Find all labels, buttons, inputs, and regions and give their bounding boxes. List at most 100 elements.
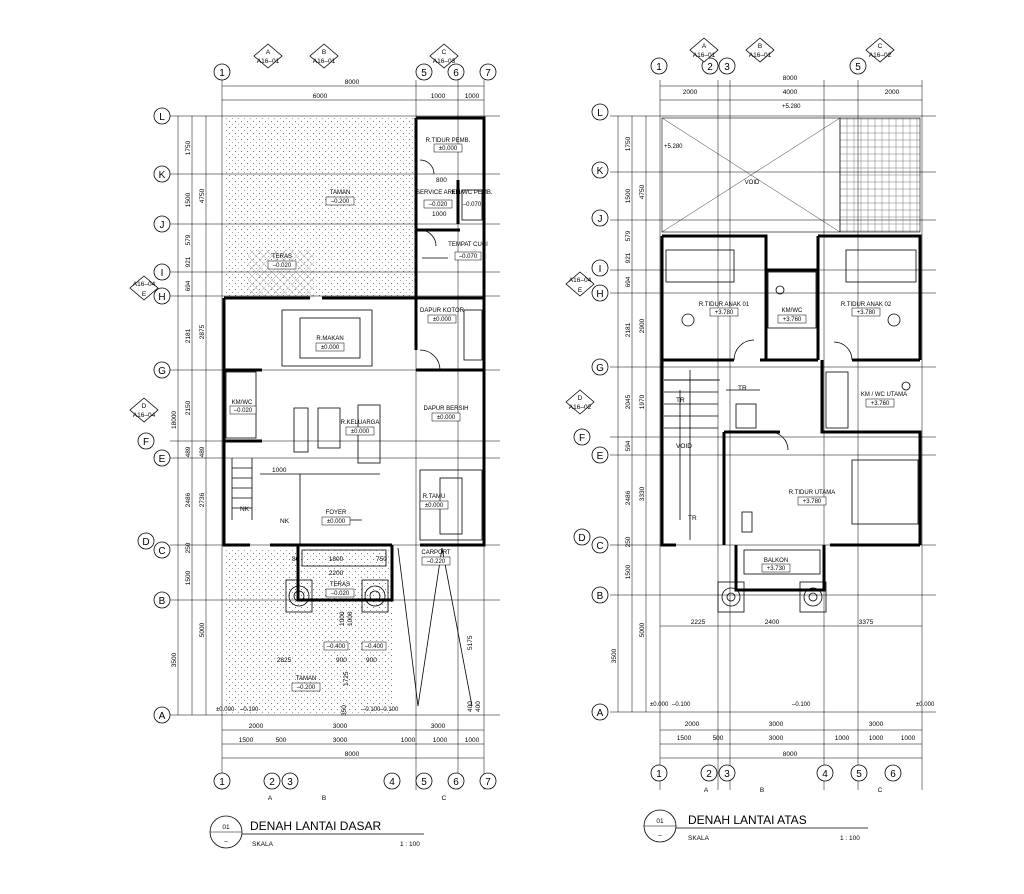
dim-text: 2181 [625, 322, 632, 337]
title-sub: – [224, 838, 228, 845]
dim-text: 5000 [199, 622, 206, 637]
note-text: ±0.000 [916, 702, 935, 708]
room-name: R.KELUARGA [341, 420, 380, 426]
room-name: KM/WC [782, 308, 803, 314]
note-text: 900 [366, 657, 377, 664]
grid-row-label: G [158, 366, 166, 377]
room-name: DAPUR BERSIH [423, 406, 468, 412]
grid-label: 3 [724, 769, 730, 780]
left-walls [222, 116, 486, 602]
note-text: 750 [376, 556, 387, 563]
section-ref: A16–01 [749, 52, 772, 59]
dim-text: 1000 [901, 735, 916, 742]
grid-label: 1 [656, 769, 662, 780]
room-name: R.TIDUR ANAK 02 [841, 302, 892, 308]
room-level: ±0.000 [321, 345, 340, 351]
room-level: +5.280 [664, 144, 683, 150]
note-text: 80 [292, 556, 300, 563]
room-level: +3.730 [767, 566, 786, 572]
note-text: 350 [341, 705, 348, 716]
room-level: +3.780 [715, 310, 734, 316]
dim-text: 1000 [433, 737, 448, 744]
dim-text: 2736 [199, 492, 206, 507]
grid-label: 3 [724, 62, 730, 73]
grid-label: 6 [453, 777, 459, 788]
room-level: +3.780 [803, 499, 822, 505]
section-letter: C [878, 43, 883, 50]
dim-text: 1000 [465, 737, 480, 744]
dim-text: 2486 [625, 490, 632, 505]
grid-label: 3 [287, 777, 293, 788]
dim-text: 694 [185, 280, 192, 291]
dim-text: 3500 [171, 652, 178, 667]
room-level: +3.760 [871, 401, 890, 407]
left-dim-lines [177, 85, 484, 759]
grid-row-label: F [579, 433, 585, 444]
room-level: –0.070 [463, 202, 482, 208]
right-dim-lines [617, 85, 922, 759]
grid-row-label: E [597, 451, 604, 462]
dim-text: 694 [625, 276, 632, 287]
grid-label: 6 [890, 769, 896, 780]
plan-title: DENAH LANTAI DASAR [250, 819, 381, 833]
room-level: –0.020 [234, 408, 253, 414]
room-name: TEMPAT CUCI [448, 242, 488, 248]
section-ref: A16–04 [133, 281, 156, 288]
room-name: DAPUR KOTOR [420, 308, 465, 314]
grid-row-label: C [596, 541, 603, 552]
grid-row-label: E [159, 454, 166, 465]
dim-text: 18000 [171, 411, 178, 429]
dim-text: 2045 [625, 394, 632, 409]
dim-text: 2225 [691, 619, 706, 626]
dim-text: 3375 [859, 619, 874, 626]
note-text: 900 [336, 657, 347, 664]
note-text: 1000 [339, 611, 346, 626]
dim-text: 3500 [611, 648, 618, 663]
section-letter: C [878, 787, 883, 794]
dim-text: 3330 [639, 486, 646, 501]
section-letter: C [442, 49, 447, 56]
right-notes: VOID TR TR TR +5.280 ±0.000 –0.100 –0.10… [650, 104, 935, 708]
room-level: –0.020 [331, 591, 350, 597]
dim-text: 2000 [249, 723, 264, 730]
dim-text: 8000 [345, 751, 360, 758]
dim-text: 3000 [333, 723, 348, 730]
grid-label: 2 [706, 769, 712, 780]
upper-floor-plan: 1 2 3 5 A A16–01 B A16–01 C A16–02 A16–0… [565, 37, 936, 843]
grid-row-label: B [597, 591, 604, 602]
room-name: KM/WC PEMB. [451, 190, 492, 196]
scale-label: SKALA [252, 841, 274, 848]
grid-label: 2 [707, 62, 713, 73]
section-letter: A [702, 43, 707, 50]
section-ref: A16–01 [693, 52, 716, 59]
note-text: –0.100 [380, 707, 399, 713]
grid-row-label: H [158, 292, 165, 303]
left-dim-texts: 8000 6000 1000 1000 2000 3000 3000 1500 … [171, 79, 480, 758]
room-name: R.TIDUR ANAK 01 [699, 302, 750, 308]
dim-text: 1500 [239, 737, 254, 744]
room-name: BALKON [764, 558, 788, 564]
dim-text: 1970 [639, 394, 646, 409]
dim-text: 250 [625, 536, 632, 547]
grid-label: 1 [656, 62, 662, 73]
grid-row-label: L [597, 108, 603, 119]
grid-label: 1 [219, 777, 225, 788]
plan-title: DENAH LANTAI ATAS [688, 813, 807, 827]
right-inner-lines [664, 249, 919, 613]
section-letter: E [578, 287, 583, 294]
room-name: SERVICE AREA [416, 190, 460, 196]
room-level: –0.200 [331, 199, 350, 205]
ground-floor-plan: 1 5 6 7 A A16–01 B A16–01 C A16–03 A16–0… [129, 43, 500, 849]
note-text: TR [688, 515, 697, 522]
note-text: ±0.000 [216, 707, 235, 713]
dim-text: 4000 [783, 89, 798, 96]
dim-text: 1500 [625, 188, 632, 203]
room-level: –0.070 [459, 254, 478, 260]
section-ref: A16–02 [869, 52, 892, 59]
note-text: –0.100 [672, 702, 691, 708]
dim-text: 250 [185, 542, 192, 553]
grid-label: 5 [421, 68, 427, 79]
room-level: ±0.000 [433, 317, 452, 323]
dim-text: 500 [713, 735, 724, 742]
